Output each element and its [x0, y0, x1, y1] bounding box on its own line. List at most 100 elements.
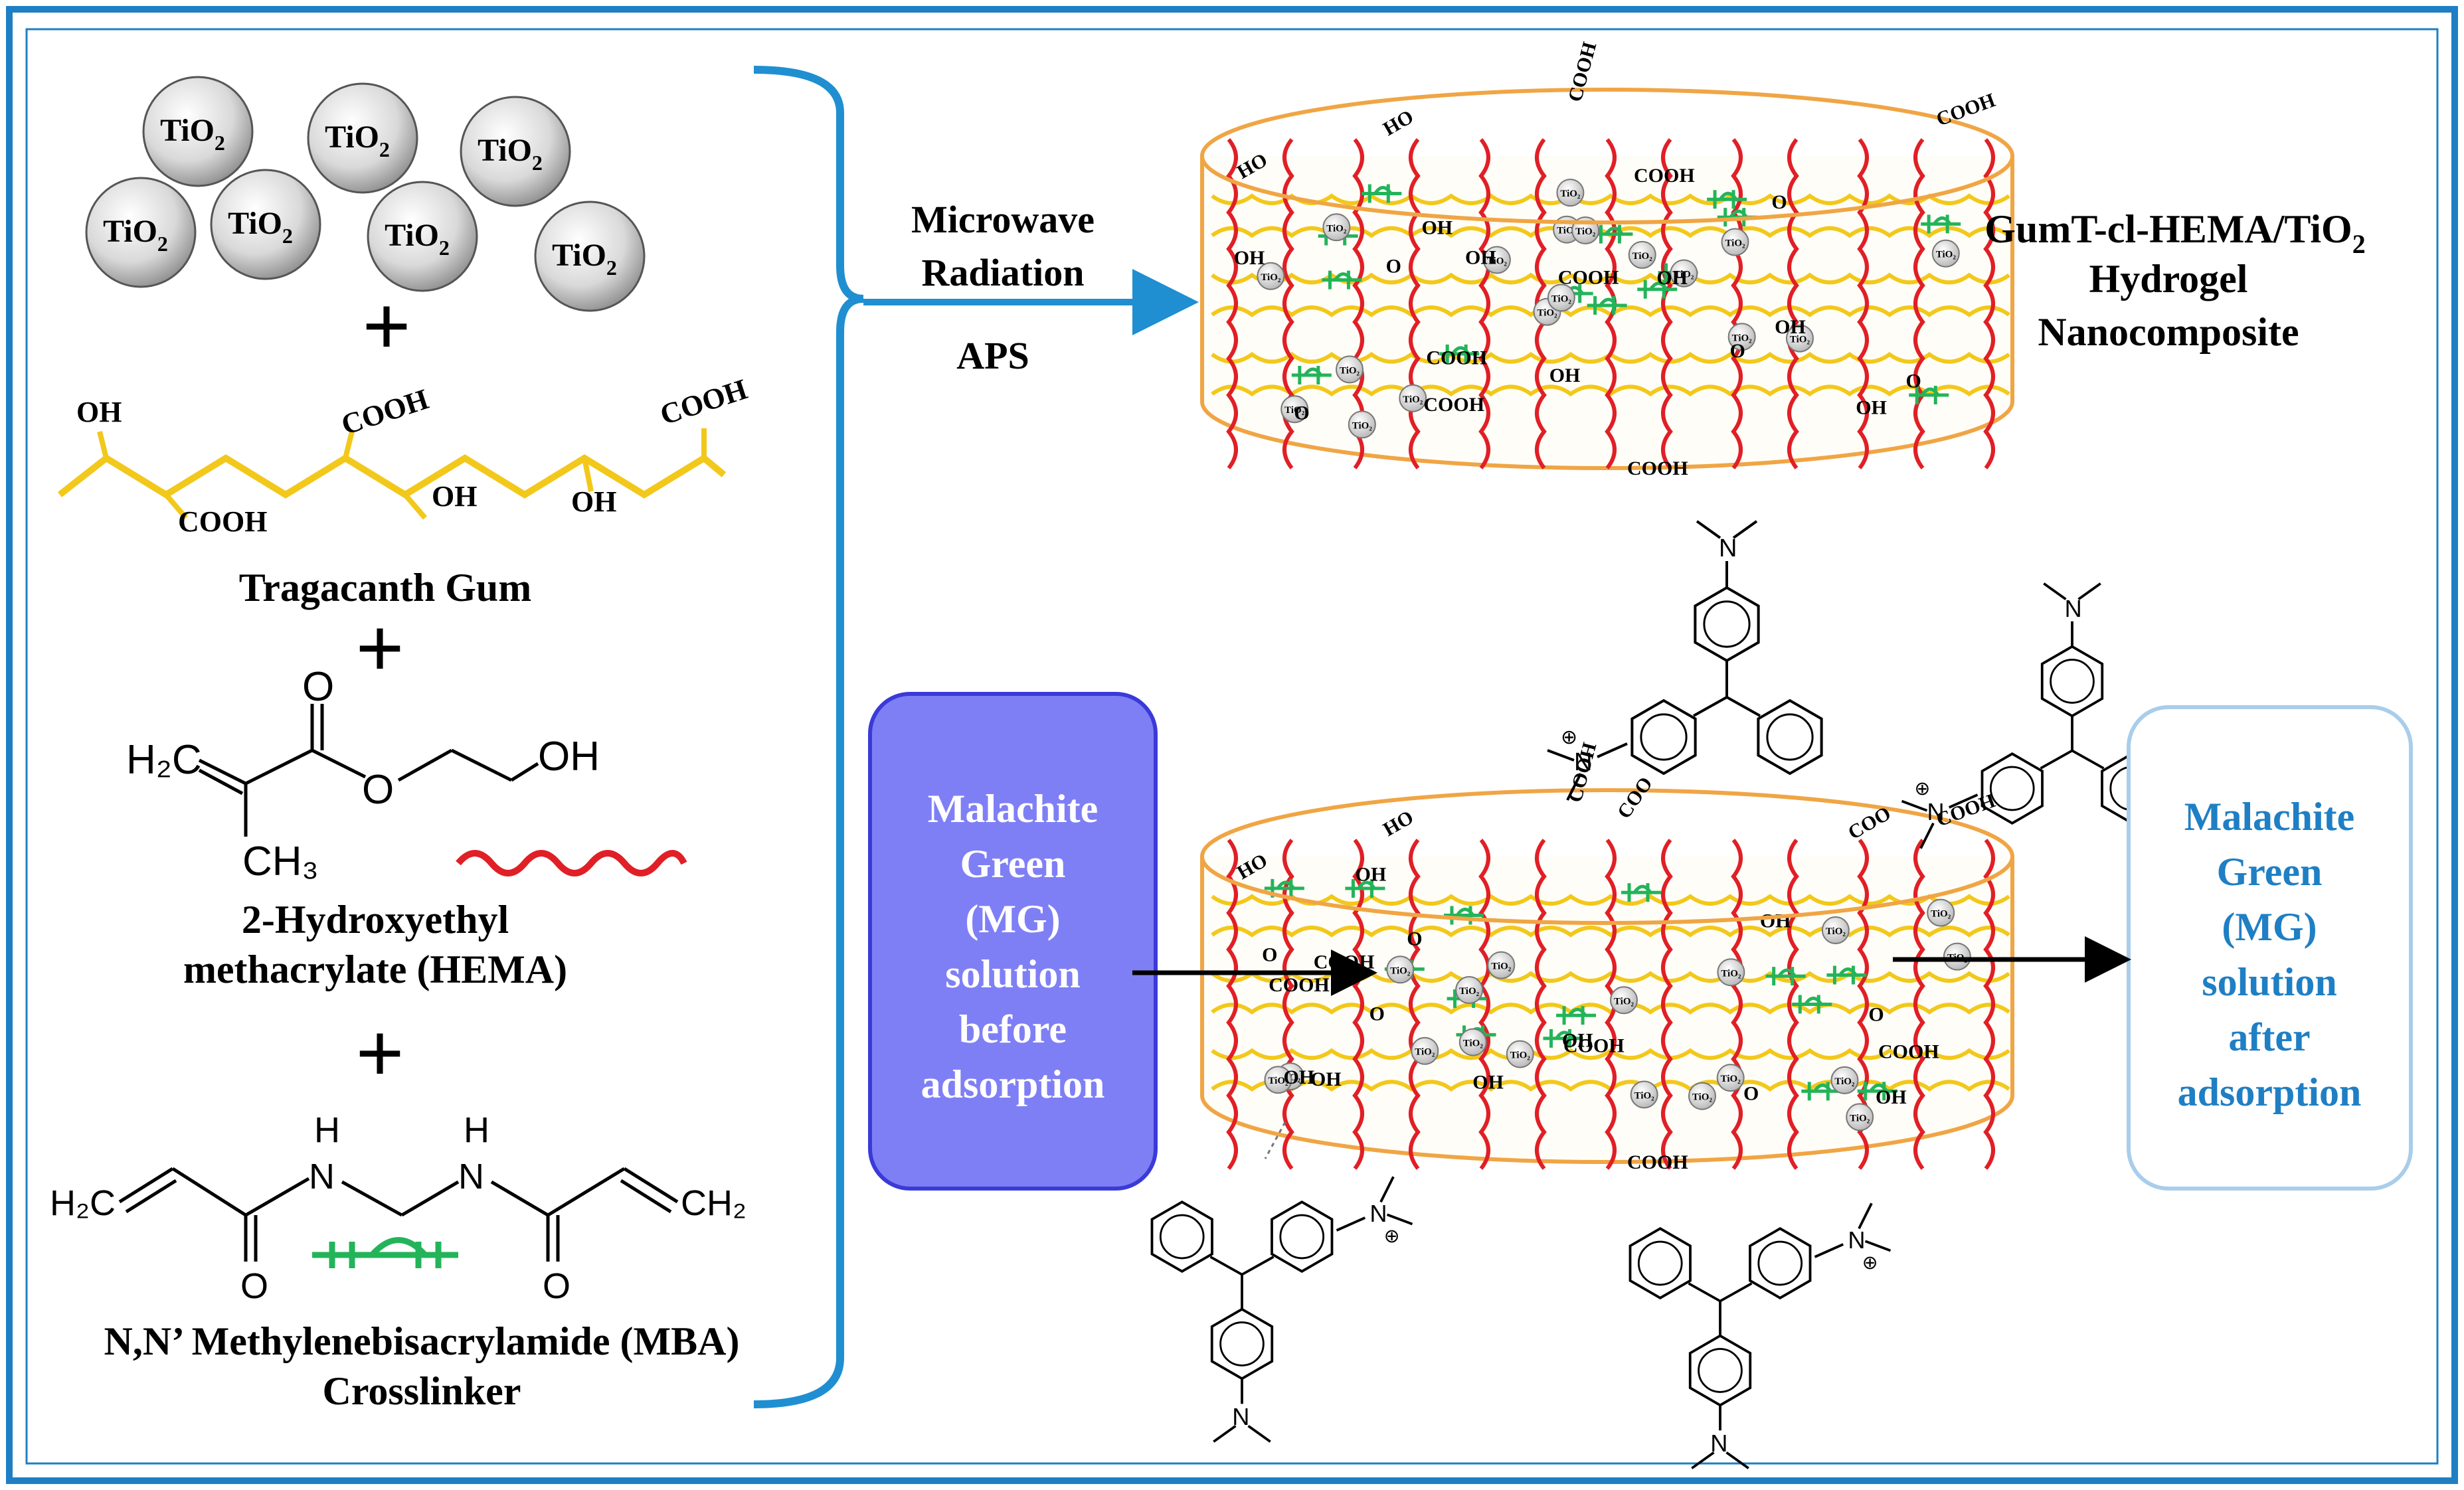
plus-sign-3: + — [355, 1006, 404, 1102]
svg-text:⊕: ⊕ — [1862, 1252, 1878, 1274]
mba-crosslink — [1909, 386, 1949, 405]
cylinder-tio2-particle: TiO₂ — [1931, 239, 1960, 268]
cylinder-group-label: O — [1294, 402, 1309, 424]
mba-o-1: O — [240, 1266, 268, 1306]
cylinder-tio2-particle: TiO₂ — [1727, 323, 1756, 351]
cylinder-group-label: COOH — [1269, 974, 1330, 996]
hema-chain — [1661, 839, 1673, 1170]
cylinder-tio2-particle: TiO₂ — [1821, 916, 1850, 945]
hema-h2c: H₂C — [126, 737, 202, 783]
cylinder-tio2-label: TiO₂ — [1340, 365, 1360, 376]
hema-oh: OH — [538, 734, 600, 780]
cylinder-tio2-label: TiO₂ — [1674, 270, 1694, 280]
cylinder-tio2-label: TiO₂ — [1487, 256, 1508, 267]
svg-text:N: N — [1719, 535, 1737, 562]
cylinder-tio2-particle: TiO₂ — [1688, 1082, 1716, 1110]
hema-ch3: CH₃ — [242, 839, 319, 884]
cylinder-tio2-label: TiO₂ — [1459, 986, 1480, 997]
product-label-line2: Hydrogel — [2089, 257, 2248, 301]
mba-n-1: N — [309, 1157, 335, 1197]
mba-h-2: H — [464, 1110, 489, 1150]
mba-crosslink — [1543, 1029, 1583, 1048]
cylinder-group-label: O — [1906, 370, 1921, 392]
condition-aps: APS — [956, 334, 1029, 377]
hema-chain — [1983, 839, 1995, 1170]
cylinder-group-label: O — [1868, 1003, 1884, 1025]
box-text-line: before — [959, 1007, 1067, 1051]
box-text-line: adsorption — [2178, 1070, 2362, 1114]
tio2-particle: TiO2 — [367, 181, 478, 292]
mg-molecule: NN⊕ — [1547, 520, 1823, 801]
box-text-line: Malachite — [928, 787, 1099, 831]
tio2-particle: TiO2 — [142, 76, 254, 187]
cylinder-tio2-particle: TiO₂ — [1455, 976, 1484, 1005]
mba-crosslink — [1264, 878, 1304, 898]
hema-chain — [1857, 138, 1869, 469]
mba-crosslink — [1801, 1082, 1842, 1101]
mba-crosslink — [1637, 280, 1678, 299]
cylinder-tio2-particle: TiO₂ — [1547, 284, 1575, 312]
box-text-line: after — [2228, 1015, 2310, 1059]
hema-chain-symbol — [456, 850, 687, 876]
cylinder-tio2-label: TiO₂ — [1352, 420, 1373, 431]
box-text-line: Green — [960, 842, 1066, 886]
cylinder-tio2-particle: TiO₂ — [1716, 1064, 1745, 1092]
cylinder-group-label: COOH — [1423, 394, 1484, 416]
cylinder-tio2-label: TiO₂ — [1634, 1090, 1655, 1101]
mg-before-box: MalachiteGreen(MG)solutionbeforeadsorpti… — [868, 692, 1158, 1191]
mba-crosslink-symbol — [312, 1237, 458, 1268]
tio2-label: TiO2 — [325, 120, 390, 161]
tio2-label: TiO2 — [160, 113, 225, 155]
gum-cooh-2: COOH — [337, 382, 432, 441]
mba-crosslink — [1556, 1006, 1597, 1025]
hema-chain — [1226, 138, 1238, 469]
mg-molecule: NN⊕ — [1628, 1202, 1892, 1469]
cylinder-group-label: OH — [1656, 267, 1688, 289]
cylinder-group-label: COOH — [1558, 267, 1619, 289]
cylinder-group-label: OH — [1465, 246, 1496, 268]
cylinder-tio2-particle: TiO₂ — [1846, 1103, 1874, 1131]
cylinder-tio2-particle: TiO₂ — [1348, 410, 1376, 439]
gum-oh-3: OH — [571, 485, 616, 518]
mba-crosslink — [1857, 1082, 1897, 1101]
hema-chain — [1787, 839, 1799, 1170]
cylinder-top-rim — [1200, 788, 2014, 925]
gum-oh-1: OH — [76, 396, 122, 428]
hema-chain — [1535, 839, 1547, 1170]
hema-label-line2: methacrylate (HEMA) — [183, 948, 567, 991]
tio2-label: TiO2 — [385, 218, 450, 260]
box-text-line: solution — [945, 952, 1080, 996]
cylinder-tio2-particle: TiO₂ — [1411, 1036, 1439, 1065]
svg-text:N: N — [1927, 798, 1945, 825]
mba-crosslink — [1765, 967, 1806, 986]
tragacanth-gum-structure: OH COOH COOH OH OH COOH — [57, 372, 751, 538]
tio2-particle: TiO2 — [534, 201, 646, 312]
hydrogel-cylinder-bottom: TiO₂ TiO₂ TiO₂ TiO₂ TiO₂ TiO₂ TiO₂ TiO₂ TiO₂ TiO₂… — [1200, 740, 2014, 1173]
mba-n-2: N — [458, 1157, 484, 1197]
cylinder-group-label: COOH — [1314, 951, 1375, 973]
mba-ch2: CH₂ — [681, 1183, 747, 1223]
cylinder-tio2-label: TiO₂ — [1725, 238, 1745, 249]
svg-text:⊕: ⊕ — [1915, 778, 1931, 799]
cylinder-tio2-particle: TiO₂ — [1785, 324, 1814, 353]
mba-crosslink — [1362, 184, 1402, 203]
cylinder-tio2-particle: TiO₂ — [1506, 1040, 1534, 1068]
hema-chain — [1282, 839, 1294, 1170]
cylinder-bottom-group: COOH — [1627, 1151, 1688, 1173]
hema-chain — [1787, 138, 1799, 469]
cylinder-tio2-particle: TiO₂ — [1927, 898, 1955, 927]
cylinder-tio2-label: TiO₂ — [1538, 308, 1558, 319]
cylinder-tio2-label: TiO₂ — [1721, 968, 1741, 979]
cylinder-tio2-particle: TiO₂ — [1943, 942, 1971, 971]
cylinder-tio2-label: TiO₂ — [1721, 1074, 1741, 1084]
cylinder-tio2-particle: TiO₂ — [1610, 986, 1638, 1015]
gum-chain — [57, 454, 727, 499]
cylinder-tio2-label: TiO₂ — [1834, 1076, 1855, 1087]
svg-text:⊕: ⊕ — [1384, 1226, 1400, 1247]
hema-label-line1: 2-Hydroxyethyl — [242, 898, 509, 942]
hema-chain — [1731, 839, 1743, 1170]
hema-chain — [1409, 138, 1421, 469]
cylinder-group-label: O — [1386, 256, 1401, 278]
